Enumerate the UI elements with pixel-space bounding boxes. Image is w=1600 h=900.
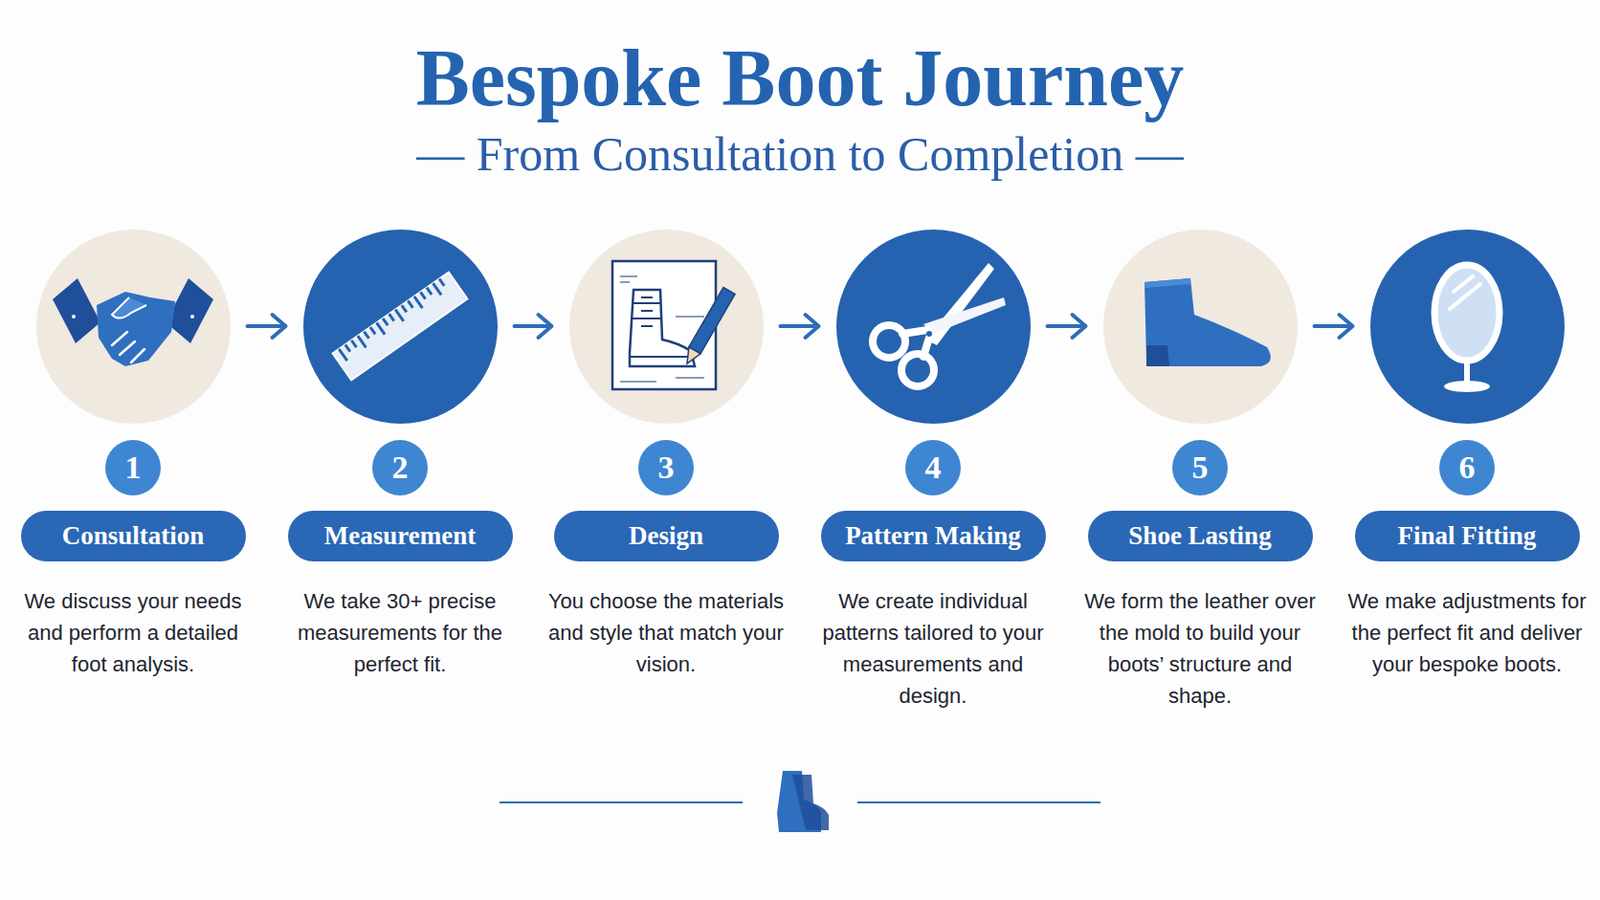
step-description: We take 30+ precise measurements for the…: [280, 585, 521, 681]
handshake-icon: [52, 278, 214, 367]
flow-arrow: [247, 314, 287, 338]
step-description: We discuss your needs and perform a deta…: [13, 585, 254, 681]
step-title: Final Fitting: [1355, 511, 1580, 562]
arrow-line: [1314, 314, 1354, 338]
footer-ornament: [499, 771, 1101, 833]
arrow-line: [247, 314, 287, 338]
mirror-icon: [1434, 265, 1500, 393]
step-title: Design: [554, 511, 779, 562]
step-description: We form the leather over the mold to bui…: [1080, 585, 1321, 712]
subtitle-label: — From Consultation to Completion —: [0, 130, 1600, 178]
step-circle: 4Pattern MakingWe create individual patt…: [836, 229, 1031, 424]
shoe-last-icon: [1144, 278, 1271, 367]
step-number: 3: [638, 440, 694, 496]
flow-arrow: [514, 314, 553, 338]
step-description: We make adjustments for the perfect fit …: [1347, 585, 1588, 681]
scissors-icon: [872, 263, 1006, 387]
arrow-line: [780, 314, 820, 338]
flow-arrow: [1314, 314, 1354, 338]
step-title: Measurement: [288, 511, 513, 562]
step-circle: 2MeasurementWe take 30+ precise measurem…: [303, 229, 498, 424]
step-description: You choose the materials and style that …: [546, 585, 787, 681]
flow-arrow: [780, 314, 820, 338]
step-circle: 6Final FittingWe make adjustments for th…: [1370, 229, 1565, 424]
arrow-line: [1047, 314, 1087, 338]
step-number: 5: [1172, 440, 1228, 496]
flow-arrow: [1047, 314, 1087, 338]
step-circle: 5Shoe LastingWe form the leather over th…: [1103, 229, 1298, 424]
ruler-icon: [333, 272, 468, 381]
step-title: Consultation: [21, 511, 246, 562]
step-number: 1: [105, 440, 161, 496]
step-number: 4: [905, 440, 961, 496]
sketch-icon: [612, 261, 735, 390]
step-description: We create individual patterns tailored t…: [813, 585, 1054, 712]
arrow-line: [514, 314, 553, 338]
step-number: 6: [1439, 440, 1495, 496]
step-number: 2: [372, 440, 428, 496]
step-circle: 3DesignYou choose the materials and styl…: [569, 229, 764, 424]
step-title: Shoe Lasting: [1088, 511, 1313, 562]
diagram-title: Bespoke Boot Journey: [0, 38, 1600, 119]
step-circle: 1ConsultationWe discuss your needs and p…: [36, 229, 231, 424]
step-title: Pattern Making: [821, 511, 1046, 562]
